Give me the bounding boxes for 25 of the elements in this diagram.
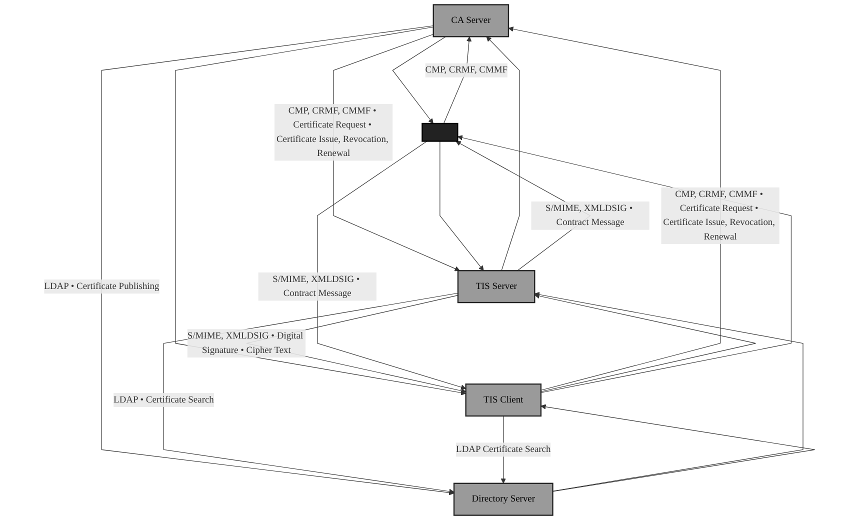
arrow (534, 292, 804, 492)
node-box: TIS Client (465, 384, 542, 417)
arrow (440, 140, 484, 271)
arrow (163, 292, 458, 494)
edge-label: LDAP • Certificate Publishing (44, 281, 160, 292)
arrow (508, 26, 721, 391)
arrow (101, 25, 454, 496)
node-box: CA Server (432, 4, 510, 38)
edge-label: S/MIME, XMLDSIG • Contract Message (272, 274, 360, 298)
arrow (486, 36, 520, 271)
arrow (317, 140, 466, 390)
edge-label: CMP, CRMF, CMMF (425, 65, 508, 76)
edge-label: CMP, CRMF, CMMF • Certificate Request • Certificate Issue, Revocation, Renewal (663, 189, 776, 242)
node-box: Directory Server (453, 482, 554, 516)
edge-label: LDAP • Certificate Search (114, 394, 214, 405)
edge-label: CMP, CRMF, CMMF • Certificate Request • Certificate Issue, Revocation, Renewal (276, 106, 388, 158)
arrow (392, 36, 446, 124)
arrow (540, 404, 816, 492)
edge-label: S/MIME, XMLDSIG • Digital Signature • Cipher Text (187, 330, 304, 356)
edge-label: S/MIME, XMLDSIG • Contract Message (546, 203, 633, 228)
edge-label: LDAP Certificate Search (456, 444, 551, 454)
arrow (333, 34, 460, 272)
arrow (534, 293, 756, 392)
node-box (422, 122, 458, 142)
node-box: TIS Server (457, 270, 536, 304)
